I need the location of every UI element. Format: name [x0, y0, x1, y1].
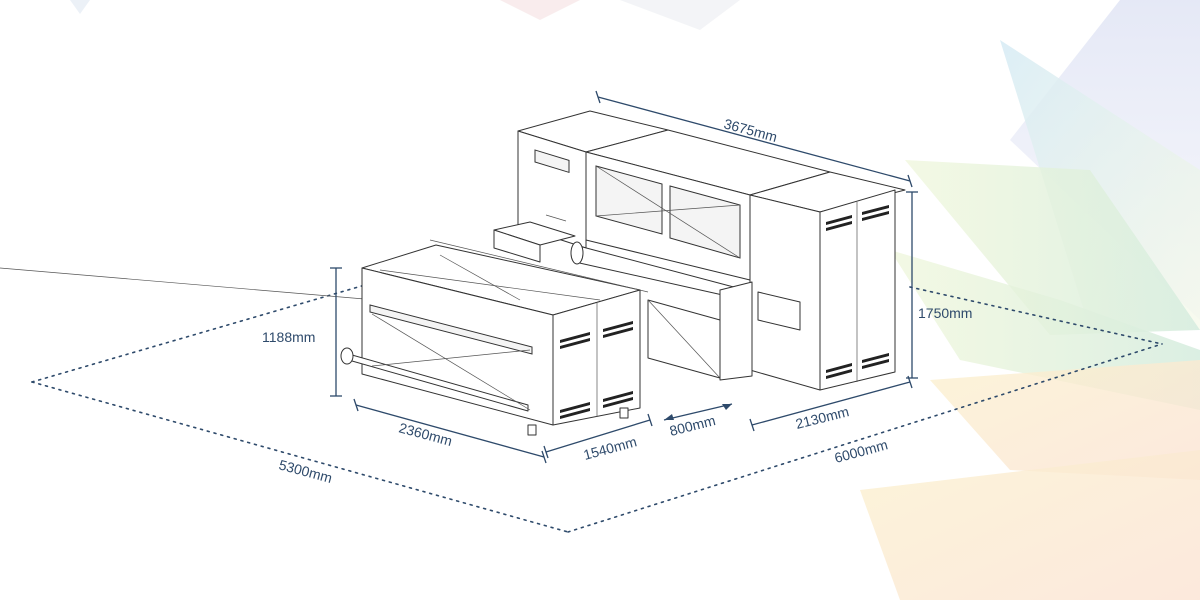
- vent-slot: [862, 353, 889, 363]
- ink-box: [757, 291, 801, 331]
- feeder-table: [369, 304, 533, 355]
- feeder-top-cross: [379, 269, 601, 301]
- dim-tick: [541, 450, 547, 464]
- feeder-vents: [560, 321, 633, 419]
- dim-line-gap: [663, 403, 733, 421]
- dim-line-feeder-length: [355, 404, 545, 458]
- dimension-labels: 3675mm 1750mm 2130mm 800mm 1540mm 2360mm…: [262, 115, 972, 486]
- printer-window-left: [595, 165, 663, 235]
- vent-slot: [603, 327, 633, 338]
- feeder-foot: [527, 424, 537, 436]
- feeder-side: [552, 289, 641, 426]
- dim-arrow: [664, 414, 674, 420]
- petal-shape: [930, 360, 1200, 480]
- dim-tick: [543, 445, 549, 459]
- petal-shape: [905, 160, 1200, 335]
- vent-slot: [560, 402, 590, 413]
- window-cross-line: [595, 204, 741, 217]
- feeder-motor: [340, 347, 354, 365]
- dim-line-printer-length: [597, 96, 911, 182]
- dimension-lines: [330, 90, 918, 464]
- floor-dashed-line: [567, 343, 1163, 533]
- dim-tick: [595, 90, 601, 104]
- window-cross-line: [595, 165, 741, 259]
- feeder-cross-line: [371, 349, 531, 367]
- dim-tick: [907, 375, 913, 389]
- petal-shape: [70, 0, 90, 14]
- printer-step-front: [493, 229, 541, 263]
- label-gap: 800mm: [668, 412, 717, 439]
- dim-line-printer-depth: [751, 381, 911, 426]
- machine-drawing: [0, 110, 906, 436]
- floor-dashed-line: [31, 284, 366, 383]
- printer-unit: [493, 110, 906, 391]
- vent-slot: [862, 211, 889, 221]
- feeder-top-cross: [439, 254, 521, 301]
- floor-dashed-line: [909, 286, 1163, 345]
- dim-arrow: [722, 404, 732, 410]
- vent-slot: [826, 363, 852, 373]
- label-printer-depth: 2130mm: [794, 403, 851, 432]
- feeder-foot: [619, 407, 629, 419]
- vent-slot: [826, 369, 852, 379]
- dim-tick: [647, 413, 653, 427]
- label-printer-height: 1750mm: [918, 305, 972, 321]
- dim-tick: [749, 418, 755, 432]
- vent-slot: [560, 332, 590, 343]
- printer-support-leg: [719, 281, 753, 381]
- petal-shape: [860, 450, 1200, 600]
- vent-slot: [560, 338, 590, 349]
- panel-line: [545, 214, 567, 222]
- roller-end: [570, 241, 584, 265]
- feeder-cross-line: [371, 313, 531, 411]
- dim-line-feeder-depth: [545, 419, 651, 453]
- vent-slot: [560, 408, 590, 419]
- label-floor-width: 5300mm: [277, 456, 334, 486]
- floor-dashed-line: [31, 381, 569, 533]
- background-petals: [70, 0, 1200, 600]
- dim-tick: [907, 174, 913, 188]
- vent-slot: [862, 205, 889, 215]
- feeder-unit: [0, 239, 649, 436]
- petal-shape: [500, 0, 580, 20]
- right-cabinet-side: [819, 189, 896, 391]
- control-panel: [534, 149, 570, 174]
- label-printer-length: 3675mm: [722, 115, 779, 145]
- dim-tick: [353, 398, 359, 412]
- vent-slot: [826, 221, 852, 231]
- floor-outline: [31, 284, 1163, 533]
- vent-slot: [826, 215, 852, 225]
- cabinet-vents: [826, 205, 889, 379]
- label-floor-length: 6000mm: [833, 436, 890, 466]
- vent-slot: [603, 391, 633, 402]
- label-feeder-height: 1188mm: [262, 329, 315, 345]
- vent-slot: [862, 359, 889, 369]
- feeder-rail: [429, 239, 649, 293]
- vent-slot: [603, 397, 633, 408]
- frame-cross-line: [647, 299, 721, 379]
- petal-shape: [620, 0, 740, 30]
- vent-slot: [603, 321, 633, 332]
